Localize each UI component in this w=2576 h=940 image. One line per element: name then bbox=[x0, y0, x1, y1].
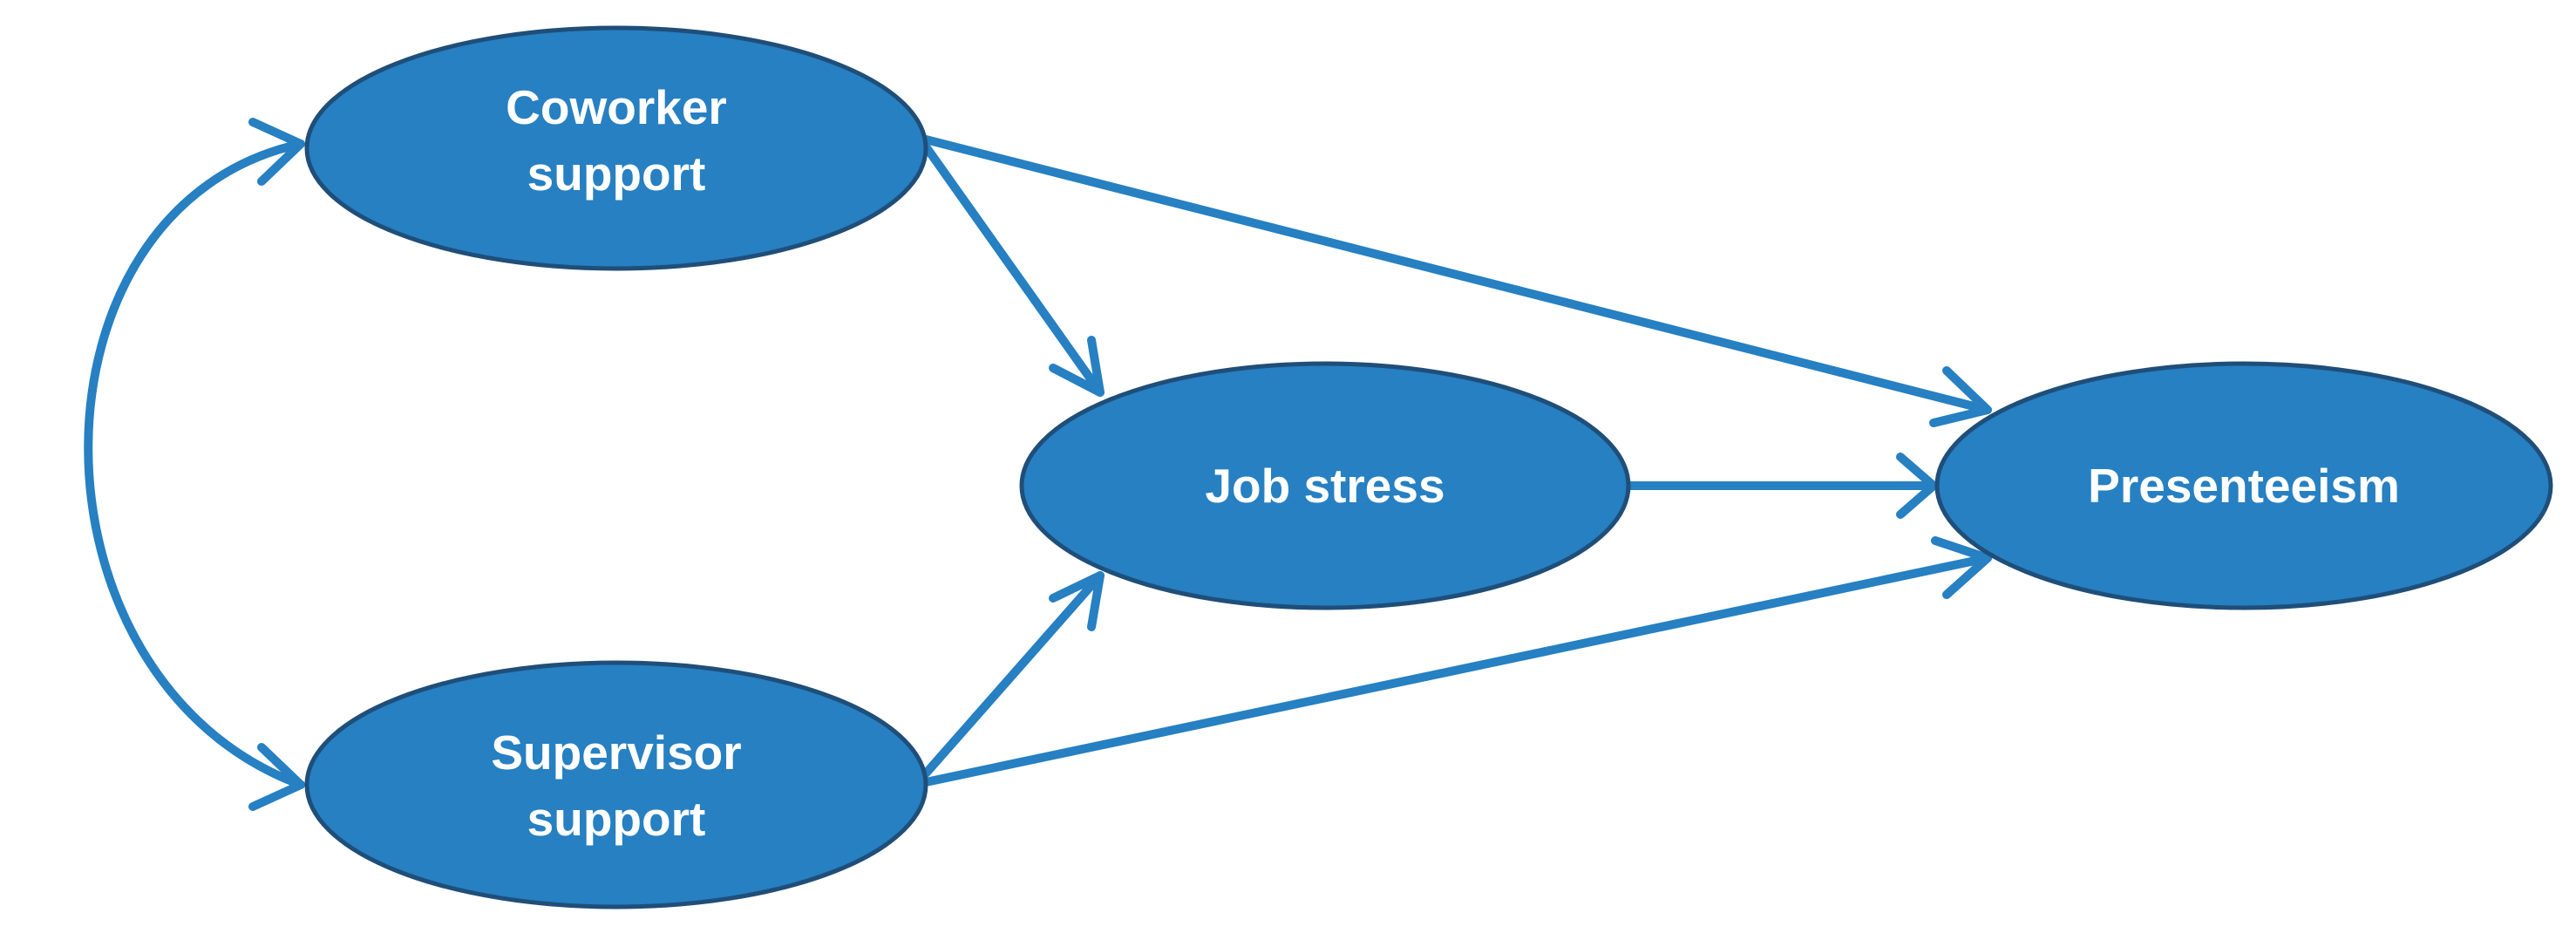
node-presenteeism: Presenteeism bbox=[1934, 361, 2553, 610]
edge-coworker-to-presenteeism bbox=[921, 135, 1992, 414]
edge-supervisor-to-job-stress bbox=[921, 571, 1104, 778]
arrowhead-coworker-to-job-stress bbox=[1049, 336, 1104, 397]
node-coworker-support-line2: support bbox=[527, 146, 706, 201]
node-supervisor-support-line1: Supervisor bbox=[491, 725, 741, 780]
node-presenteeism-label: Presenteeism bbox=[2088, 459, 2400, 513]
edge-coworker-to-job-stress bbox=[921, 142, 1104, 397]
edges bbox=[84, 118, 1992, 811]
arrowhead-supervisor-end bbox=[248, 743, 305, 811]
arrowhead-supervisor-to-job-stress bbox=[1049, 571, 1104, 631]
node-supervisor-support-line2: support bbox=[527, 792, 706, 846]
arrowhead-coworker-to-presenteeism bbox=[1929, 366, 1992, 427]
edge-coworker-supervisor-covariance bbox=[84, 140, 305, 789]
arrowhead-coworker-end bbox=[248, 118, 305, 186]
arrowhead-job-stress-to-presenteeism bbox=[1896, 453, 1938, 519]
edge-supervisor-to-presenteeism bbox=[921, 554, 1992, 787]
node-job-stress: Job stress bbox=[1019, 361, 1631, 610]
node-supervisor-support: Supervisor support bbox=[304, 660, 928, 909]
node-job-stress-label: Job stress bbox=[1205, 459, 1444, 513]
nodes: Coworker support Supervisor support Job … bbox=[304, 25, 2553, 909]
arrowhead-supervisor-to-presenteeism bbox=[1931, 536, 1992, 599]
node-coworker-support-line1: Coworker bbox=[506, 80, 727, 134]
node-coworker-support: Coworker support bbox=[304, 25, 928, 271]
